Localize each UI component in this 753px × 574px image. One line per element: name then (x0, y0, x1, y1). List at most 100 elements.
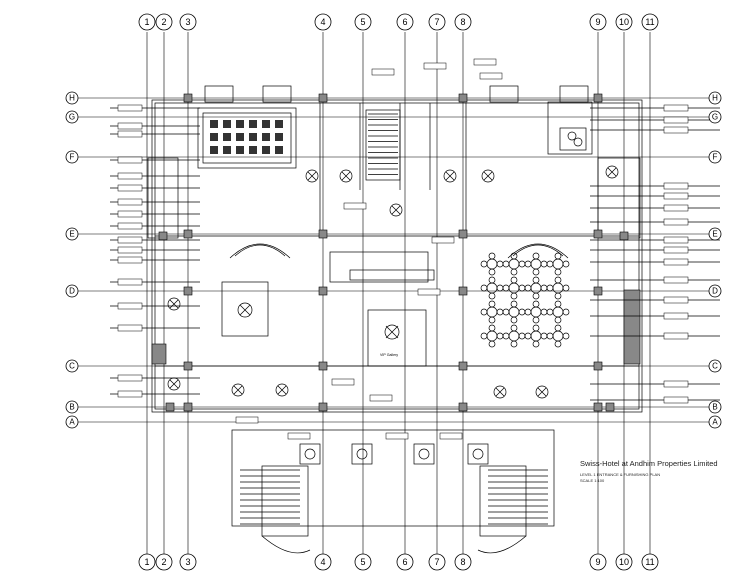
column-square (593, 402, 603, 412)
column-square (619, 231, 629, 241)
annotation-tag (423, 62, 447, 70)
annotation-tag-right (590, 204, 720, 212)
meeting-seat (262, 133, 270, 141)
grid-bubble-col-10-top: 10 (615, 13, 633, 31)
annotation-tag-left (110, 198, 200, 206)
annotation-tag-right (590, 312, 720, 320)
grid-bubble-col-7-top: 7 (428, 13, 446, 31)
annotation-tag-right (590, 104, 720, 112)
column-square (593, 286, 603, 296)
grid-bubble-col-4-bottom: 4 (314, 553, 332, 571)
grid-col-label: 2 (161, 557, 166, 567)
lounge-table (502, 324, 526, 348)
grid-bubble-row-C-right: C (708, 359, 722, 373)
annotation-tag-left (110, 256, 200, 264)
annotation-tag-left (110, 210, 200, 218)
column-square (593, 93, 603, 103)
meeting-seat (275, 120, 283, 128)
annotation-tag-right (590, 218, 720, 226)
lounge-table (546, 300, 570, 324)
center-hall-label: VIP Gallery (380, 353, 398, 357)
annotation-tag (235, 416, 259, 424)
annotation-tag (479, 72, 503, 80)
grid-row-label: C (69, 362, 75, 371)
central-hall: VIP Gallery (221, 251, 435, 367)
grid-bubble-row-G-right: G (708, 110, 722, 124)
lounge-table (524, 276, 548, 300)
light-fixture (535, 385, 549, 399)
grid-bubble-col-6-top: 6 (396, 13, 414, 31)
lounge-table (546, 324, 570, 348)
title-block: Swiss-Hotel at Andhim Properties Limited… (580, 459, 718, 483)
annotation-tag (369, 394, 393, 402)
hatched-wall (151, 343, 167, 365)
grid-bubble-col-11-top: 11 (641, 13, 659, 31)
lounge-table (524, 300, 548, 324)
annotation-tag-right (590, 126, 720, 134)
grid-bubble-row-B-left: B (65, 400, 79, 414)
annotation-tag-left (110, 184, 200, 192)
grid-col-label: 5 (360, 557, 365, 567)
grid-row-label: G (69, 113, 75, 122)
grid-bubble-col-7-bottom: 7 (428, 553, 446, 571)
grid-row-label: D (69, 287, 75, 296)
meeting-room (197, 107, 297, 169)
grid-bubble-col-11-bottom: 11 (641, 553, 659, 571)
annotation-tag-left (110, 324, 200, 332)
lounge-table (546, 252, 570, 276)
grid-bubble-col-1-bottom: 1 (138, 553, 156, 571)
grid-row-label: B (712, 403, 717, 412)
lounge-table (546, 276, 570, 300)
annotation-tag-right (590, 182, 720, 190)
grid-bubble-row-C-left: C (65, 359, 79, 373)
column-square (318, 361, 328, 371)
grid-bubble-col-1-top: 1 (138, 13, 156, 31)
annotation-tag (331, 378, 355, 386)
column-square (165, 402, 175, 412)
annotation-tag-left (110, 104, 200, 112)
grid-bubble-row-B-right: B (708, 400, 722, 414)
light-fixture (443, 169, 457, 183)
title-company: Swiss-Hotel at Andhim Properties Limited (580, 459, 718, 468)
grid-bubble-row-H-right: H (708, 91, 722, 105)
light-fixture (493, 385, 507, 399)
light-fixture (305, 169, 319, 183)
column-square (183, 93, 193, 103)
column-square (318, 229, 328, 239)
meeting-seat (249, 133, 257, 141)
lounge-table (502, 276, 526, 300)
column-square (183, 361, 193, 371)
meeting-seat (275, 146, 283, 154)
grid-row-label: E (712, 230, 717, 239)
lounge-table (502, 300, 526, 324)
hatched-wall (623, 289, 641, 365)
meeting-seat (236, 120, 244, 128)
annotation-tag-right (590, 246, 720, 254)
grid-bubble-col-2-bottom: 2 (155, 553, 173, 571)
annotation-tag (343, 202, 367, 210)
grid-bubble-col-10-bottom: 10 (615, 553, 633, 571)
grid-bubble-row-G-left: G (65, 110, 79, 124)
grid-bubble-col-6-bottom: 6 (396, 553, 414, 571)
annotation-tag-left (110, 390, 200, 398)
grid-bubble-row-D-right: D (708, 284, 722, 298)
light-fixture (339, 169, 353, 183)
lounge-table (480, 252, 504, 276)
annotation-tag (473, 58, 497, 66)
meeting-seat (275, 133, 283, 141)
light-fixture (167, 377, 181, 391)
grid-row-label: H (69, 94, 75, 103)
grid-row-label: H (712, 94, 718, 103)
lounge-table (524, 324, 548, 348)
grid-row-label: A (712, 418, 718, 427)
meeting-seat (210, 120, 218, 128)
meeting-seat (210, 146, 218, 154)
stair-core (365, 109, 401, 181)
column-square (458, 93, 468, 103)
lounge-table (524, 252, 548, 276)
grid-col-label: 3 (185, 557, 190, 567)
grid-bubble-col-4-top: 4 (314, 13, 332, 31)
grid-bubble-row-D-left: D (65, 284, 79, 298)
grid-col-label: 1 (144, 17, 149, 27)
